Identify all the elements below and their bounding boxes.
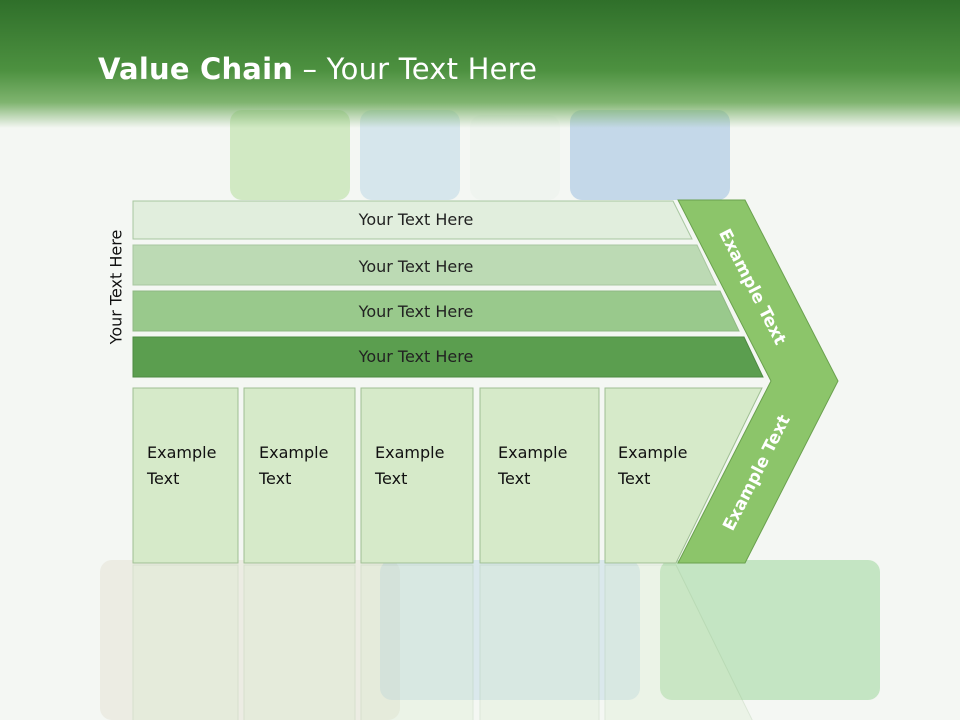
slide-title-rest: – Your Text Here: [293, 52, 538, 86]
box-1-line2: Text: [146, 469, 179, 488]
box-4-line1: Example: [498, 443, 567, 462]
box-2-line1: Example: [259, 443, 328, 462]
bar-1: Your Text Here: [132, 200, 693, 240]
bar-3: Your Text Here: [132, 290, 740, 332]
box-2: Example Text: [243, 387, 356, 564]
box-4: Example Text: [479, 387, 600, 564]
box-1: Example Text: [132, 387, 239, 564]
box-3: Example Text: [360, 387, 474, 564]
box-5-line1: Example: [618, 443, 687, 462]
bar-2-label: Your Text Here: [358, 257, 474, 276]
slide-title: Value Chain – Your Text Here: [98, 52, 537, 86]
box-2-line2: Text: [258, 469, 291, 488]
box-5: Example Text: [604, 387, 763, 564]
diagram-reflection: [132, 564, 753, 720]
box-1-line1: Example: [147, 443, 216, 462]
box-4-line2: Text: [497, 469, 530, 488]
box-5-line2: Text: [617, 469, 650, 488]
bar-3-label: Your Text Here: [358, 302, 474, 321]
box-3-line1: Example: [375, 443, 444, 462]
box-3-line2: Text: [374, 469, 407, 488]
bar-1-label: Your Text Here: [358, 210, 474, 229]
bar-2: Your Text Here: [132, 244, 717, 286]
header-band: [0, 0, 960, 128]
slide-title-bold: Value Chain: [98, 52, 294, 86]
bar-4-label: Your Text Here: [358, 347, 474, 366]
bar-4: Your Text Here: [132, 336, 764, 378]
